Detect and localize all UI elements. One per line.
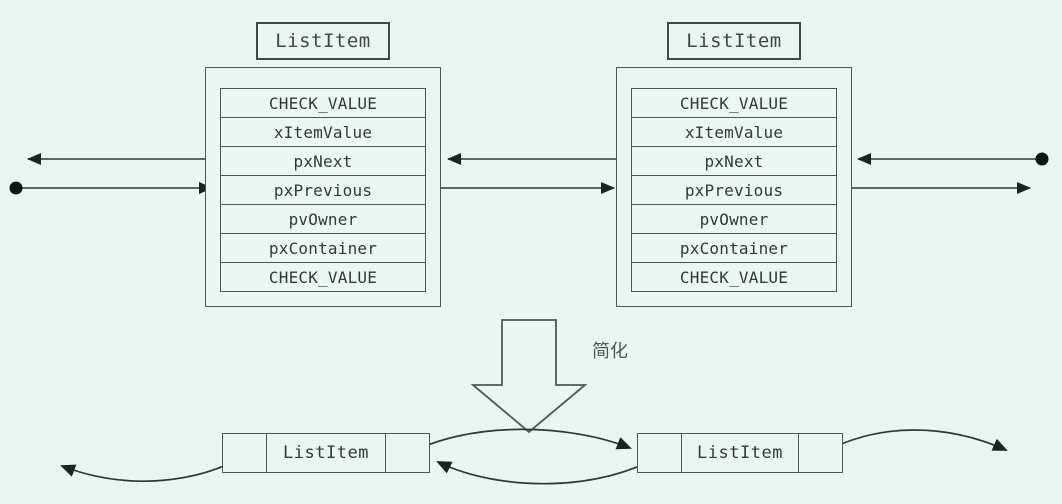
simple-node-1-label: ListItem	[283, 443, 369, 463]
simple-node-1: ListItem	[222, 433, 430, 473]
node1-caption-box: ListItem	[256, 22, 390, 60]
curve-node1-prev-to-node2	[399, 428, 632, 462]
arrow-node1-pxprevious-to-node2	[417, 181, 615, 195]
node1-field-row: xItemValue	[221, 118, 425, 147]
node2-caption-box: ListItem	[667, 22, 801, 60]
simple-node-2-next-pointer-cell	[638, 434, 682, 472]
simple-node-1-next-pointer-cell	[223, 434, 267, 472]
simple-node-1-prev-pointer-cell	[385, 434, 429, 472]
node1-field-row: pxNext	[221, 147, 425, 176]
node2-field-row: xItemValue	[632, 118, 836, 147]
simplify-annotation-label: 简化	[592, 341, 628, 362]
node1-struct-frame: CHECK_VALUE xItemValue pxNext pxPrevious…	[205, 67, 441, 307]
arrow-node1-pxnext	[27, 152, 227, 166]
node2-field-row: pxNext	[632, 147, 836, 176]
node2-field-row: CHECK_VALUE	[679, 268, 789, 287]
arrow-into-node2-pxnext	[857, 152, 1049, 166]
arrow-node2-pxnext-to-node1	[447, 152, 638, 166]
node1-field-row: CHECK_VALUE	[221, 89, 425, 118]
node1-field-row: pxContainer	[221, 234, 425, 263]
node1-field-table: CHECK_VALUE xItemValue pxNext pxPrevious…	[220, 88, 426, 292]
curve-node2-next-to-node1	[436, 448, 668, 485]
node2-field-row: CHECK_VALUE	[632, 89, 836, 118]
simple-node-2-label: ListItem	[697, 443, 783, 463]
simple-node-2-prev-pointer-cell	[798, 434, 842, 472]
simplify-down-arrow	[470, 319, 588, 434]
node2-field-row: pxContainer	[632, 234, 836, 263]
node1-caption-label: ListItem	[275, 30, 371, 52]
node1-field-row: pvOwner	[221, 205, 425, 234]
node1-field-row: CHECK_VALUE	[268, 268, 378, 287]
arrow-into-node1-pxprevious	[9, 181, 213, 195]
arrow-node2-pxprevious	[828, 181, 1031, 195]
node2-field-row: pvOwner	[632, 205, 836, 234]
node2-field-row: pxPrevious	[632, 176, 836, 205]
node2-caption-label: ListItem	[686, 30, 782, 52]
node1-field-row: pxPrevious	[221, 176, 425, 205]
node2-struct-frame: CHECK_VALUE xItemValue pxNext pxPrevious…	[616, 67, 852, 307]
node2-field-table: CHECK_VALUE xItemValue pxNext pxPrevious…	[631, 88, 837, 292]
simple-node-2: ListItem	[637, 433, 843, 473]
